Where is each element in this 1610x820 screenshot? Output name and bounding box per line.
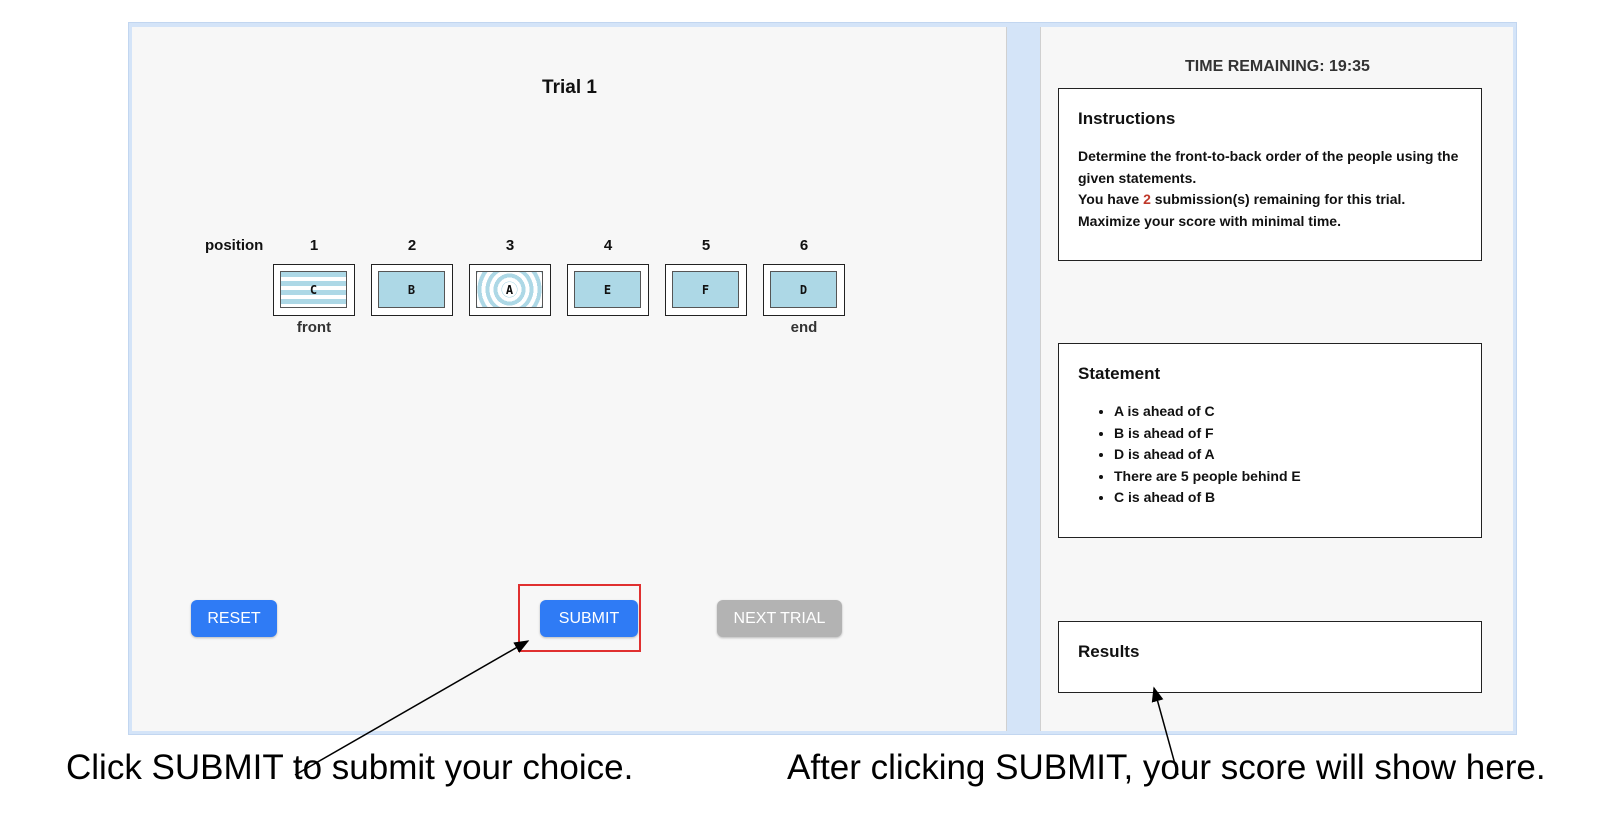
- trial-title: Trial 1: [542, 77, 597, 98]
- submit-highlight-box: [518, 584, 641, 652]
- person-card-a[interactable]: A: [476, 271, 543, 308]
- trial-panel: Trial 1 position 1 2 3 4 5 6 C B A E F D…: [132, 27, 1007, 731]
- person-card-b[interactable]: B: [378, 271, 445, 308]
- statement-list: A is ahead of C B is ahead of F D is ahe…: [1078, 401, 1462, 509]
- submissions-remaining-count: 2: [1143, 191, 1151, 207]
- person-letter: F: [701, 282, 710, 297]
- instructions-text: Determine the front-to-back order of the…: [1078, 146, 1462, 232]
- slot-4[interactable]: E: [567, 264, 649, 316]
- position-number-5: 5: [701, 237, 711, 254]
- submit-button[interactable]: SUBMIT: [540, 600, 638, 637]
- slot-5[interactable]: F: [665, 264, 747, 316]
- end-label: end: [790, 319, 818, 336]
- instructions-line-1: Determine the front-to-back order of the…: [1078, 148, 1459, 186]
- person-letter: A: [502, 282, 517, 297]
- person-card-f[interactable]: F: [672, 271, 739, 308]
- app-frame: Trial 1 position 1 2 3 4 5 6 C B A E F D…: [128, 22, 1517, 735]
- statement-title: Statement: [1078, 364, 1161, 383]
- statement-item: B is ahead of F: [1114, 423, 1462, 445]
- instructions-line-3: Maximize your score with minimal time.: [1078, 212, 1341, 229]
- person-card-e[interactable]: E: [574, 271, 641, 308]
- results-box: Results: [1058, 621, 1482, 693]
- position-number-6: 6: [799, 237, 809, 254]
- position-number-2: 2: [407, 237, 417, 254]
- results-title: Results: [1078, 642, 1140, 661]
- instructions-title: Instructions: [1078, 109, 1176, 128]
- slot-6[interactable]: D: [763, 264, 845, 316]
- position-label: position: [205, 237, 264, 254]
- instructions-line-2-suffix: submission(s) remaining for this trial.: [1150, 191, 1406, 207]
- caption-submit-hint: Click SUBMIT to submit your choice.: [66, 748, 634, 787]
- time-remaining: TIME REMAINING: 19:35: [1185, 58, 1370, 75]
- statement-item: D is ahead of A: [1114, 444, 1462, 466]
- instructions-line-2-prefix: You have: [1078, 191, 1144, 207]
- caption-results-hint: After clicking SUBMIT, your score will s…: [787, 748, 1546, 787]
- statement-item: C is ahead of B: [1114, 487, 1462, 509]
- info-panel: TIME REMAINING: 19:35 Instructions Deter…: [1040, 27, 1513, 731]
- front-label: front: [296, 319, 332, 336]
- next-trial-button[interactable]: NEXT TRIAL: [717, 600, 842, 637]
- person-letter: D: [799, 282, 808, 297]
- slot-1[interactable]: C: [273, 264, 355, 316]
- person-card-d[interactable]: D: [770, 271, 837, 308]
- slot-3[interactable]: A: [469, 264, 551, 316]
- position-number-4: 4: [603, 237, 613, 254]
- position-number-1: 1: [309, 237, 319, 254]
- instructions-line-2: You have 2 submission(s) remaining for t…: [1078, 189, 1462, 211]
- statement-item: There are 5 people behind E: [1114, 466, 1462, 488]
- statement-box: Statement A is ahead of C B is ahead of …: [1058, 343, 1482, 538]
- instructions-box: Instructions Determine the front-to-back…: [1058, 88, 1482, 261]
- position-number-3: 3: [505, 237, 515, 254]
- person-card-c[interactable]: C: [280, 271, 347, 308]
- reset-button[interactable]: RESET: [191, 600, 277, 637]
- person-letter: E: [603, 282, 612, 297]
- person-letter: B: [407, 282, 416, 297]
- statement-item: A is ahead of C: [1114, 401, 1462, 423]
- person-letter: C: [309, 282, 318, 297]
- slot-2[interactable]: B: [371, 264, 453, 316]
